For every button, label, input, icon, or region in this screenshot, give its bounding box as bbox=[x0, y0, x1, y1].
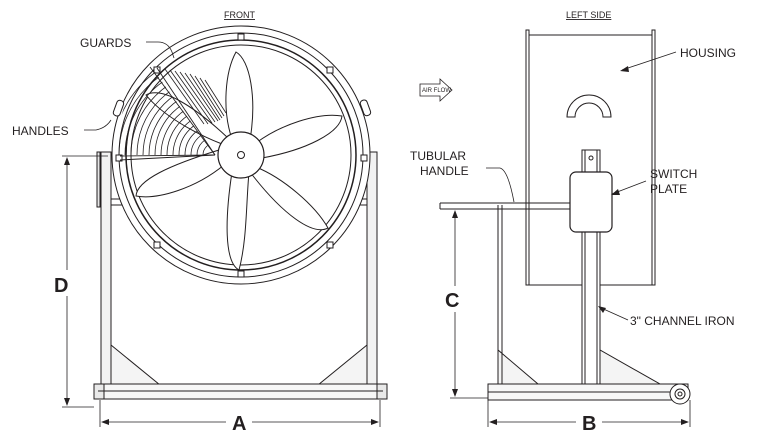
dimension-a-label: A bbox=[232, 413, 246, 432]
dimension-c bbox=[450, 208, 488, 399]
dimension-c-label: C bbox=[445, 290, 459, 312]
side-stand-base bbox=[487, 205, 691, 405]
tubular-handle-leader bbox=[486, 167, 515, 203]
switch-plate bbox=[569, 171, 613, 233]
guards-leader bbox=[146, 41, 175, 59]
fan-hub bbox=[217, 131, 265, 179]
handles-label: HANDLES bbox=[12, 124, 69, 138]
front-view bbox=[93, 25, 388, 400]
housing-label: HOUSING bbox=[680, 46, 736, 60]
dimension-a bbox=[99, 400, 381, 427]
air-flow-label: AIR FLOW bbox=[422, 88, 451, 94]
guard-radial-wires bbox=[119, 66, 216, 161]
tubular-handle-label-line1: TUBULAR bbox=[410, 149, 466, 163]
dimension-b-label: B bbox=[582, 413, 596, 432]
hub-center bbox=[237, 151, 245, 159]
guards-label: GUARDS bbox=[80, 36, 131, 50]
housing-leader bbox=[620, 51, 677, 72]
tubular-handle-label-line2: HANDLE bbox=[420, 164, 469, 178]
dimension-b bbox=[487, 400, 691, 427]
dimension-d bbox=[62, 155, 108, 408]
front-view-title: FRONT bbox=[224, 10, 255, 20]
switch-plate-leader bbox=[611, 180, 647, 195]
guard-hatching bbox=[164, 68, 227, 125]
channel-iron-label: 3" CHANNEL IRON bbox=[630, 314, 735, 328]
fan-blades bbox=[135, 51, 343, 271]
dimension-d-label: D bbox=[54, 275, 68, 297]
left-side-view-title: LEFT SIDE bbox=[566, 10, 611, 20]
switch-plate-label-line1: SWITCH bbox=[650, 167, 697, 181]
handles-leader bbox=[84, 119, 112, 131]
switch-plate-label-line2: PLATE bbox=[650, 182, 687, 196]
front-handles bbox=[112, 99, 372, 117]
air-flow-arrow: AIR FLOW bbox=[419, 78, 453, 102]
channel-iron-leader bbox=[598, 306, 629, 321]
side-view bbox=[439, 29, 691, 405]
ring-bolts bbox=[115, 33, 368, 278]
